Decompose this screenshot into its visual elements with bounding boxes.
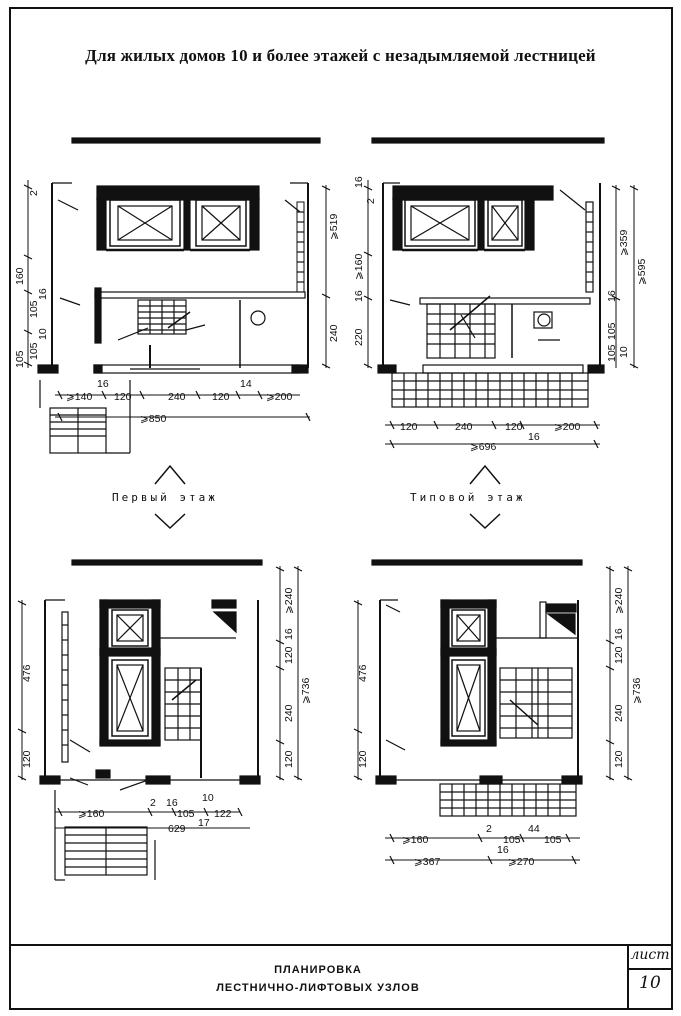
- title-block-cell-divider: [627, 968, 671, 970]
- dim-tl-bottom-4: ⩾200: [266, 391, 292, 403]
- dim-tr-bottom-3: ⩾200: [554, 421, 580, 433]
- dim-tl-small-1: 14: [240, 378, 252, 390]
- dim-tl-bottom-3: 120: [212, 391, 230, 403]
- dim-tr-left-3: 16: [353, 290, 365, 302]
- title-block: ПЛАНИРОВКА ЛЕСТНИЧНО-ЛИФТОВЫХ УЗЛОВ лист…: [9, 944, 673, 1012]
- dim-tr-right-0: ⩾359: [618, 230, 630, 256]
- dim-bl-left-0: 476: [21, 664, 33, 682]
- dim-bl-right-3: 240: [283, 704, 295, 722]
- stair-landing-wall: [94, 291, 306, 299]
- dim-br-bottom-5: 16: [497, 844, 509, 856]
- dim-br-right-1: 16: [613, 628, 625, 640]
- sheet-number: 10: [639, 973, 661, 993]
- title-block-divider: [627, 946, 629, 1010]
- dim-tl-right-0: ⩾519: [328, 214, 340, 240]
- sheet-label: лист: [630, 947, 670, 963]
- top-beam: [71, 137, 321, 144]
- dim-bl-right-0: ⩾240: [283, 588, 295, 614]
- dim-bl-right-4: 120: [283, 750, 295, 768]
- dim-bl-left-1: 120: [21, 750, 33, 768]
- dim-tr-total: ⩾696: [470, 441, 496, 453]
- plan-first-floor-top: [23, 137, 331, 454]
- dim-tl-bottom-2: 240: [168, 391, 186, 403]
- dim-tl-left-3: 160: [14, 267, 26, 285]
- dim-bl-right-1: 16: [283, 628, 295, 640]
- dim-br-bottom-2: 105: [503, 834, 521, 846]
- sheet-title: Для жилых домов 10 и более этажей с неза…: [85, 46, 596, 65]
- elevator-car-large: [109, 199, 181, 247]
- dim-br-right-2: 120: [613, 646, 625, 664]
- dim-tl-bottom-0: ⩾140: [66, 391, 92, 403]
- dim-tr-right-2: 16: [606, 290, 618, 302]
- dim-tl-left-0: 2: [28, 190, 40, 196]
- dim-tl-left-2: 105: [28, 342, 40, 360]
- dim-tl-small-0: 16: [97, 378, 109, 390]
- dim-tl-right-1: 240: [328, 324, 340, 342]
- label-typical-floor: Типовой этаж: [410, 491, 526, 504]
- dim-bl-bottom-6: 10: [202, 792, 214, 804]
- plan-typical-floor-top: [363, 137, 639, 449]
- dim-bl-bottom-5: 122: [214, 808, 232, 820]
- dim-tl-left-4: 16: [37, 288, 49, 300]
- dim-bl-bottom-2: 16: [166, 797, 178, 809]
- dim-bl-bottom-1: 2: [150, 797, 156, 809]
- label-first-floor: Первый этаж: [112, 491, 218, 504]
- dim-tl-left-6: 105: [14, 350, 26, 368]
- elevator-header-wall: [96, 185, 260, 201]
- plan-typical-floor-bottom: [353, 559, 633, 865]
- chute-circle: [250, 310, 266, 326]
- dim-br-right-0: ⩾240: [613, 588, 625, 614]
- dim-tr-left-0: 16: [353, 176, 365, 188]
- dim-tr-left-6: 105: [606, 344, 618, 362]
- elevator-car-small: [195, 199, 247, 247]
- dim-bl-bottom-3: 105: [177, 808, 195, 820]
- dim-tl-bottom-1: 120: [114, 391, 132, 403]
- dim-br-total-1: ⩾270: [508, 856, 534, 868]
- dim-tl-left-1: 105: [28, 300, 40, 318]
- dim-br-total-0: ⩾367: [414, 856, 440, 868]
- dim-tr-bottom-2: 120: [505, 421, 523, 433]
- dim-br-right-3: 240: [613, 704, 625, 722]
- dim-tr-bottom-1: 240: [455, 421, 473, 433]
- dim-tr-left-7: 10: [618, 346, 630, 358]
- dim-br-bottom-1: 2: [486, 823, 492, 835]
- dim-bl-total: 629: [168, 823, 186, 835]
- dim-br-right-4: 120: [613, 750, 625, 768]
- sheet-frame: [9, 7, 673, 1010]
- dim-bl-bottom-4: 17: [198, 817, 210, 829]
- dim-br-bottom-4: 105: [544, 834, 562, 846]
- dim-br-bottom-0: ⩾160: [402, 834, 428, 846]
- dim-tr-left-5: 105: [606, 322, 618, 340]
- dim-bl-bottom-0: ⩾160: [78, 808, 104, 820]
- dim-tl-total: ⩾850: [140, 413, 166, 425]
- dim-tr-left-1: 2: [365, 198, 377, 204]
- dim-tr-right-1: ⩾595: [636, 259, 648, 285]
- dim-br-right-5: ⩾736: [631, 678, 643, 704]
- dim-bl-right-5: ⩾736: [300, 678, 312, 704]
- dim-tr-left-4: 220: [353, 328, 365, 346]
- dim-br-left-1: 120: [357, 750, 369, 768]
- title-block-line1: ПЛАНИРОВКА: [274, 964, 362, 976]
- dim-br-left-0: 476: [357, 664, 369, 682]
- dim-tr-bottom-0: 120: [400, 421, 418, 433]
- dim-br-bottom-3: 44: [528, 823, 540, 835]
- dimension-labels: 2 105 105 160 16 10 105 ⩾519 240 ⩾140 12…: [14, 176, 648, 868]
- dim-tl-left-5: 10: [37, 328, 49, 340]
- title-block-line2: ЛЕСТНИЧНО-ЛИФТОВЫХ УЗЛОВ: [216, 982, 420, 994]
- dim-bl-right-2: 120: [283, 646, 295, 664]
- plan-first-floor-bottom: [17, 559, 303, 881]
- dim-tr-left-2: ⩾160: [353, 254, 365, 280]
- direction-chevrons: [154, 464, 501, 530]
- dim-tr-small-0: 16: [528, 431, 540, 443]
